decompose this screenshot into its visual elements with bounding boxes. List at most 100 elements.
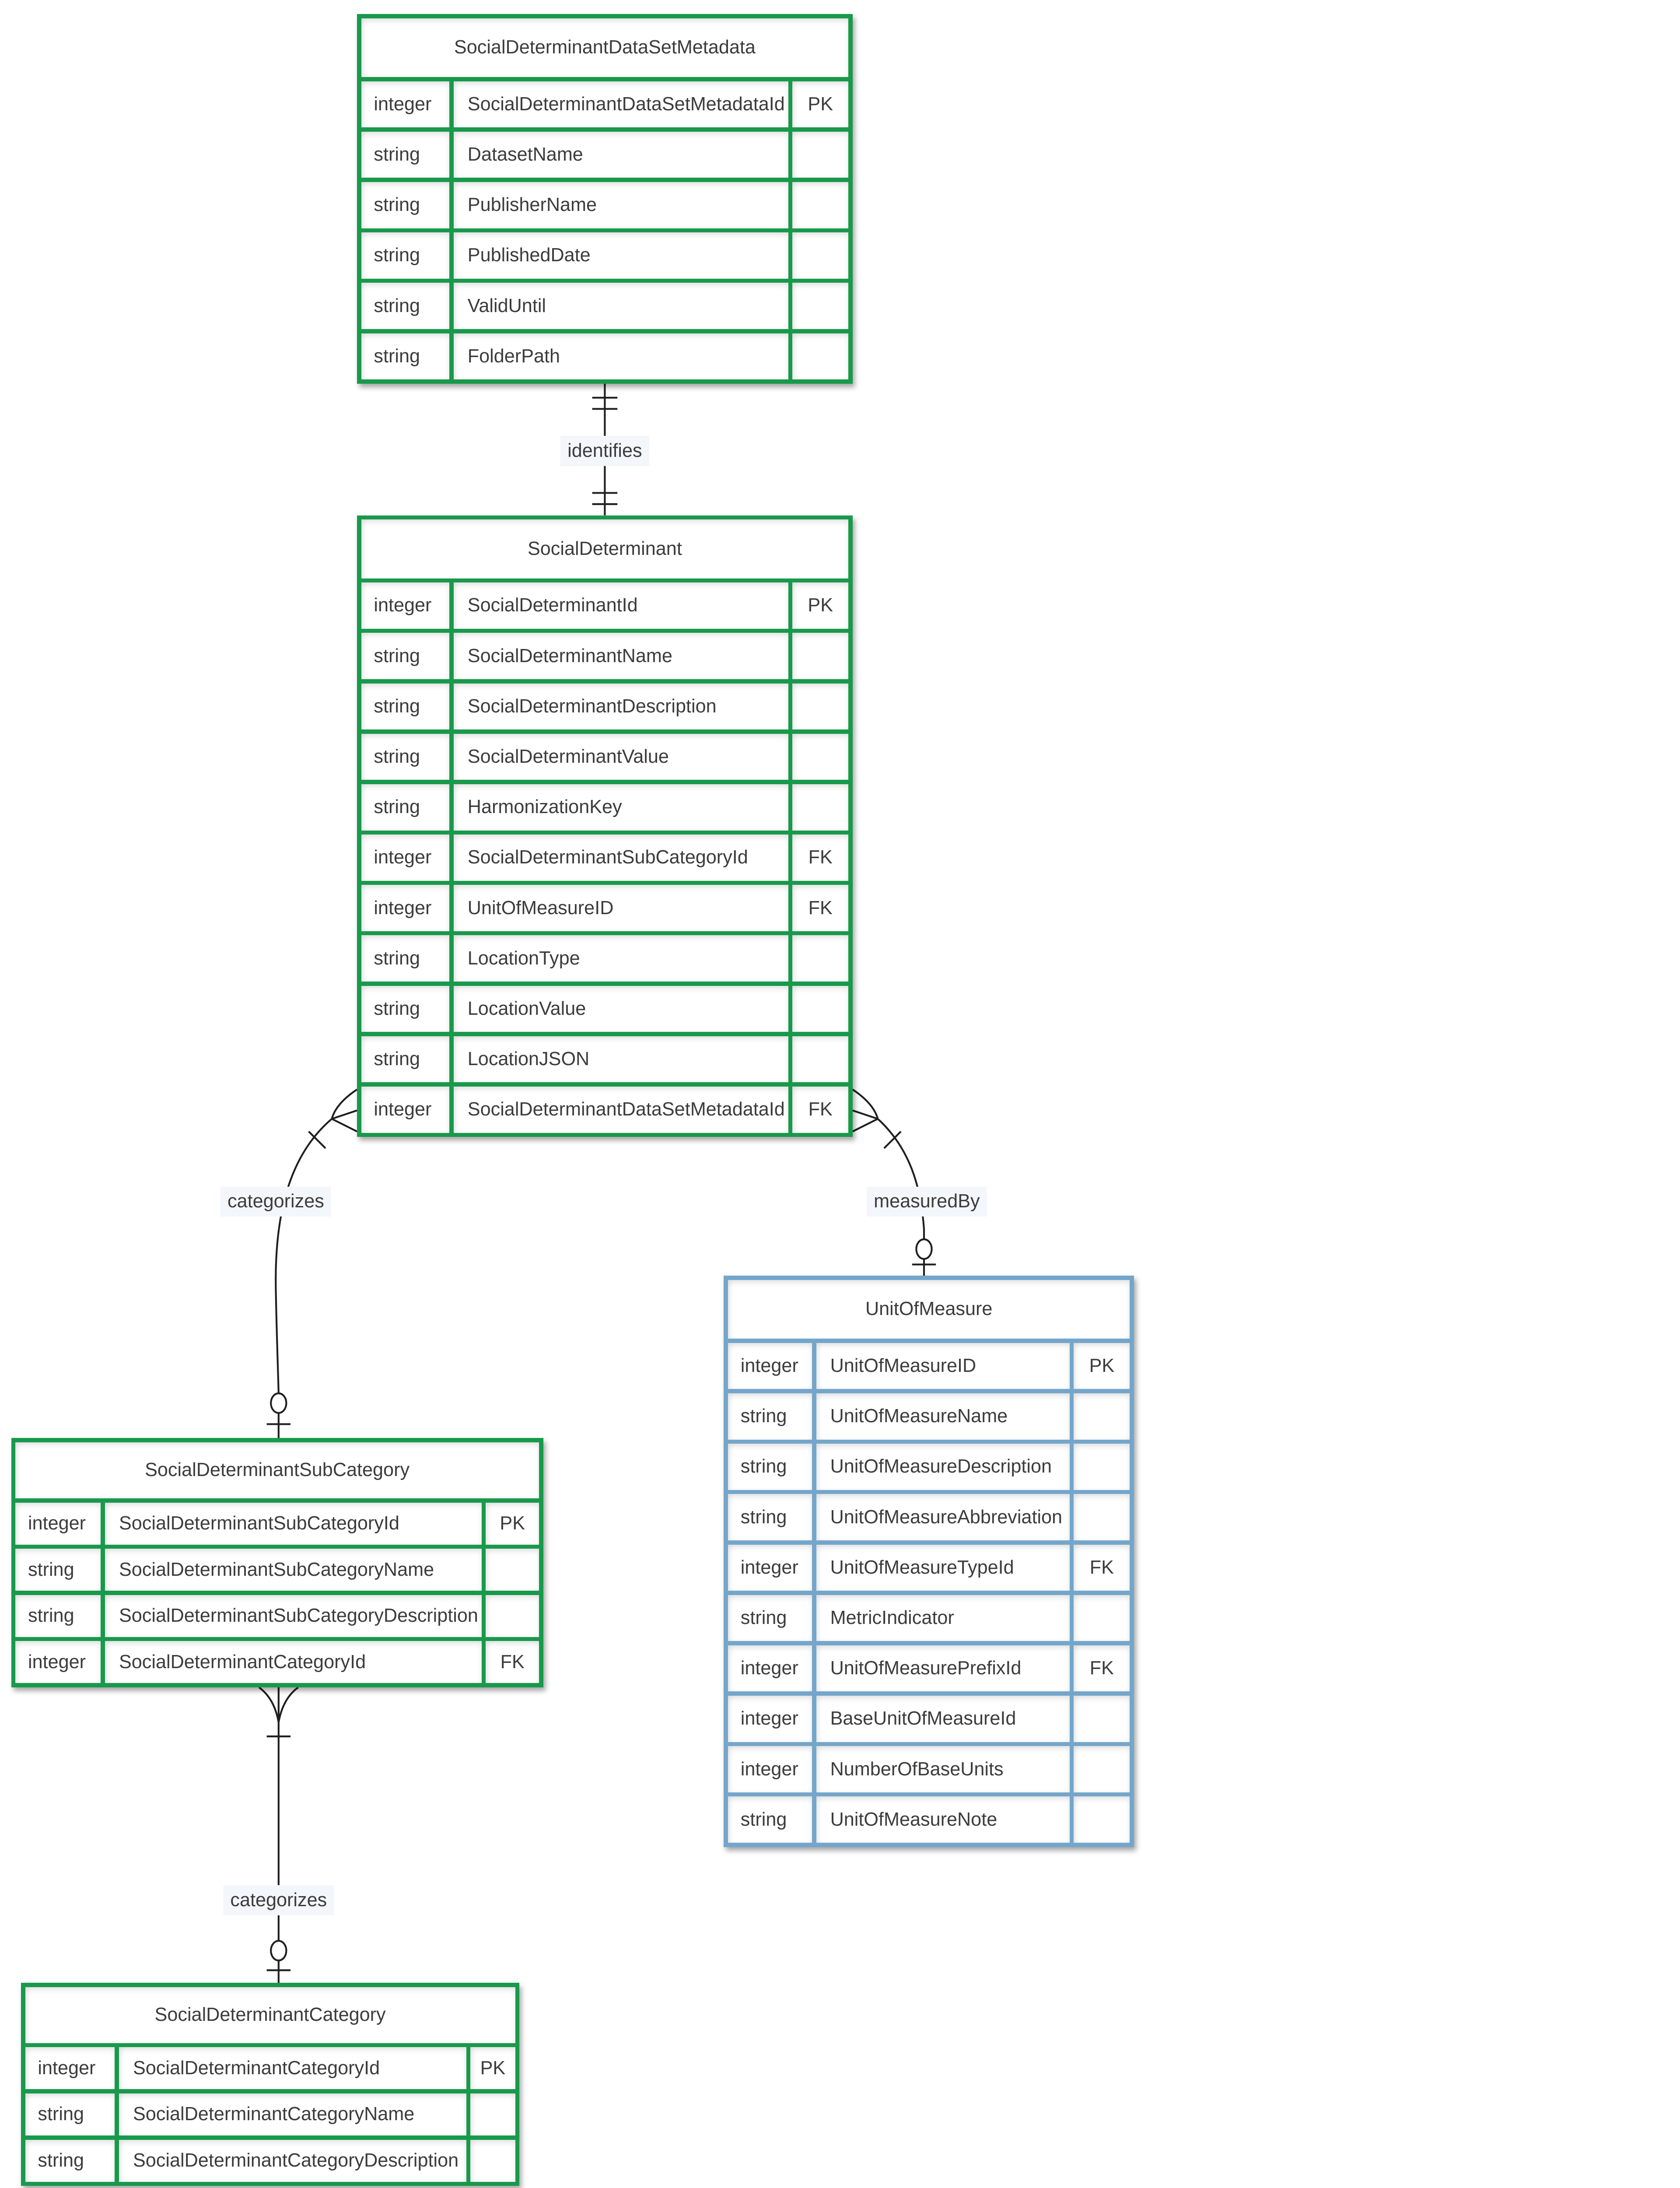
attribute-name: BaseUnitOfMeasureId (816, 1696, 1070, 1742)
attribute-name: UnitOfMeasureNote (816, 1796, 1070, 1843)
attribute-name: DatasetName (453, 131, 788, 178)
attribute-name: ValidUntil (453, 283, 788, 329)
entity-title: UnitOfMeasure (728, 1280, 1130, 1339)
attribute-key (792, 232, 849, 279)
attribute-key (792, 683, 849, 730)
attribute-key (792, 985, 849, 1032)
attribute-key (1074, 1393, 1130, 1440)
attribute-name: SocialDeterminantSubCategoryId (105, 1502, 482, 1545)
attribute-type: integer (361, 885, 450, 931)
zero-or-one-marker (270, 1940, 287, 1962)
attribute-type: string (361, 985, 450, 1032)
attribute-type: string (361, 935, 450, 982)
attribute-key (1074, 1746, 1130, 1792)
attribute-type: string (728, 1595, 812, 1641)
attribute-type: integer (728, 1696, 812, 1742)
attribute-name: SocialDeterminantCategoryId (119, 2047, 466, 2090)
attribute-name: LocationType (453, 935, 788, 982)
attribute-key: FK (792, 1087, 849, 1133)
attribute-name: NumberOfBaseUnits (816, 1746, 1070, 1792)
zero-or-one-marker (270, 1392, 287, 1414)
attribute-name: SocialDeterminantId (453, 582, 788, 629)
attribute-key (792, 633, 849, 679)
zero-or-one-marker (915, 1238, 933, 1260)
relationship-label-measuredby: measuredBy (867, 1186, 987, 1217)
relationship-label-identifies: identifies (560, 436, 649, 466)
attribute-type: integer (15, 1641, 101, 1683)
attribute-key: FK (1074, 1645, 1130, 1692)
attribute-type: integer (361, 1087, 450, 1133)
attribute-type: string (361, 283, 450, 329)
attribute-name: LocationJSON (453, 1036, 788, 1083)
attribute-type: string (728, 1796, 812, 1843)
one-tick-marker (883, 1131, 902, 1149)
attribute-key (1074, 1444, 1130, 1490)
relationship-label-categorizes: categorizes (223, 1885, 334, 1915)
many-marker (852, 1088, 879, 1133)
attribute-name: SocialDeterminantCategoryId (105, 1641, 482, 1683)
attribute-type: string (25, 2093, 115, 2135)
relationship-categorizes-category (258, 1687, 299, 1983)
attribute-name: SocialDeterminantCategoryDescription (119, 2139, 466, 2182)
attribute-name: SocialDeterminantSubCategoryDescription (105, 1595, 482, 1637)
attribute-name: FolderPath (453, 333, 788, 380)
attribute-name: PublisherName (453, 182, 788, 228)
entity-title: SocialDeterminantCategory (25, 1987, 515, 2043)
attribute-name: SocialDeterminantName (453, 633, 788, 679)
attribute-key (486, 1549, 539, 1591)
attribute-key: PK (470, 2047, 515, 2090)
attribute-key: PK (792, 582, 849, 629)
attribute-name: SocialDeterminantValue (453, 733, 788, 780)
attribute-name: SocialDeterminantCategoryName (119, 2093, 466, 2135)
attribute-key (1074, 1494, 1130, 1540)
attribute-name: UnitOfMeasureName (816, 1393, 1070, 1440)
attribute-type: integer (728, 1544, 812, 1591)
attribute-key (792, 182, 849, 228)
many-marker (331, 1088, 358, 1133)
attribute-type: string (361, 784, 450, 831)
attribute-key (470, 2093, 515, 2135)
entity-title: SocialDeterminant (361, 519, 849, 579)
attribute-name: UnitOfMeasureDescription (816, 1444, 1070, 1490)
attribute-name: SocialDeterminantDataSetMetadataId (453, 1087, 788, 1133)
attribute-name: SocialDeterminantSubCategoryName (105, 1549, 482, 1591)
attribute-name: SocialDeterminantDescription (453, 683, 788, 730)
one-tick-marker (308, 1131, 326, 1149)
attribute-type: integer (728, 1343, 812, 1389)
attribute-type: string (361, 182, 450, 228)
attribute-name: SocialDeterminantDataSetMetadataId (453, 81, 788, 128)
exactly-one-marker (592, 396, 618, 410)
attribute-type: string (361, 733, 450, 780)
entity-title: SocialDeterminantDataSetMetadata (361, 18, 849, 77)
attribute-key (792, 333, 849, 380)
entity-title: SocialDeterminantSubCategory (15, 1442, 539, 1498)
attribute-key (792, 935, 849, 982)
attribute-name: LocationValue (453, 985, 788, 1032)
attribute-key (470, 2139, 515, 2182)
attribute-key (792, 733, 849, 780)
exactly-one-marker (592, 492, 618, 505)
many-marker (258, 1687, 299, 1723)
attribute-key (1074, 1696, 1130, 1742)
attribute-key: FK (792, 885, 849, 931)
attribute-name: UnitOfMeasureID (816, 1343, 1070, 1389)
attribute-type: integer (361, 582, 450, 629)
attribute-key (792, 131, 849, 178)
attribute-type: string (728, 1393, 812, 1440)
attribute-name: SocialDeterminantSubCategoryId (453, 835, 788, 881)
attribute-type: string (728, 1494, 812, 1540)
attribute-name: UnitOfMeasurePrefixId (816, 1645, 1070, 1692)
attribute-type: string (728, 1444, 812, 1490)
attribute-type: integer (728, 1746, 812, 1792)
attribute-key: FK (1074, 1544, 1130, 1591)
attribute-type: string (15, 1595, 101, 1637)
relationship-line (275, 1118, 332, 1438)
attribute-name: UnitOfMeasureID (453, 885, 788, 931)
attribute-type: integer (728, 1645, 812, 1692)
